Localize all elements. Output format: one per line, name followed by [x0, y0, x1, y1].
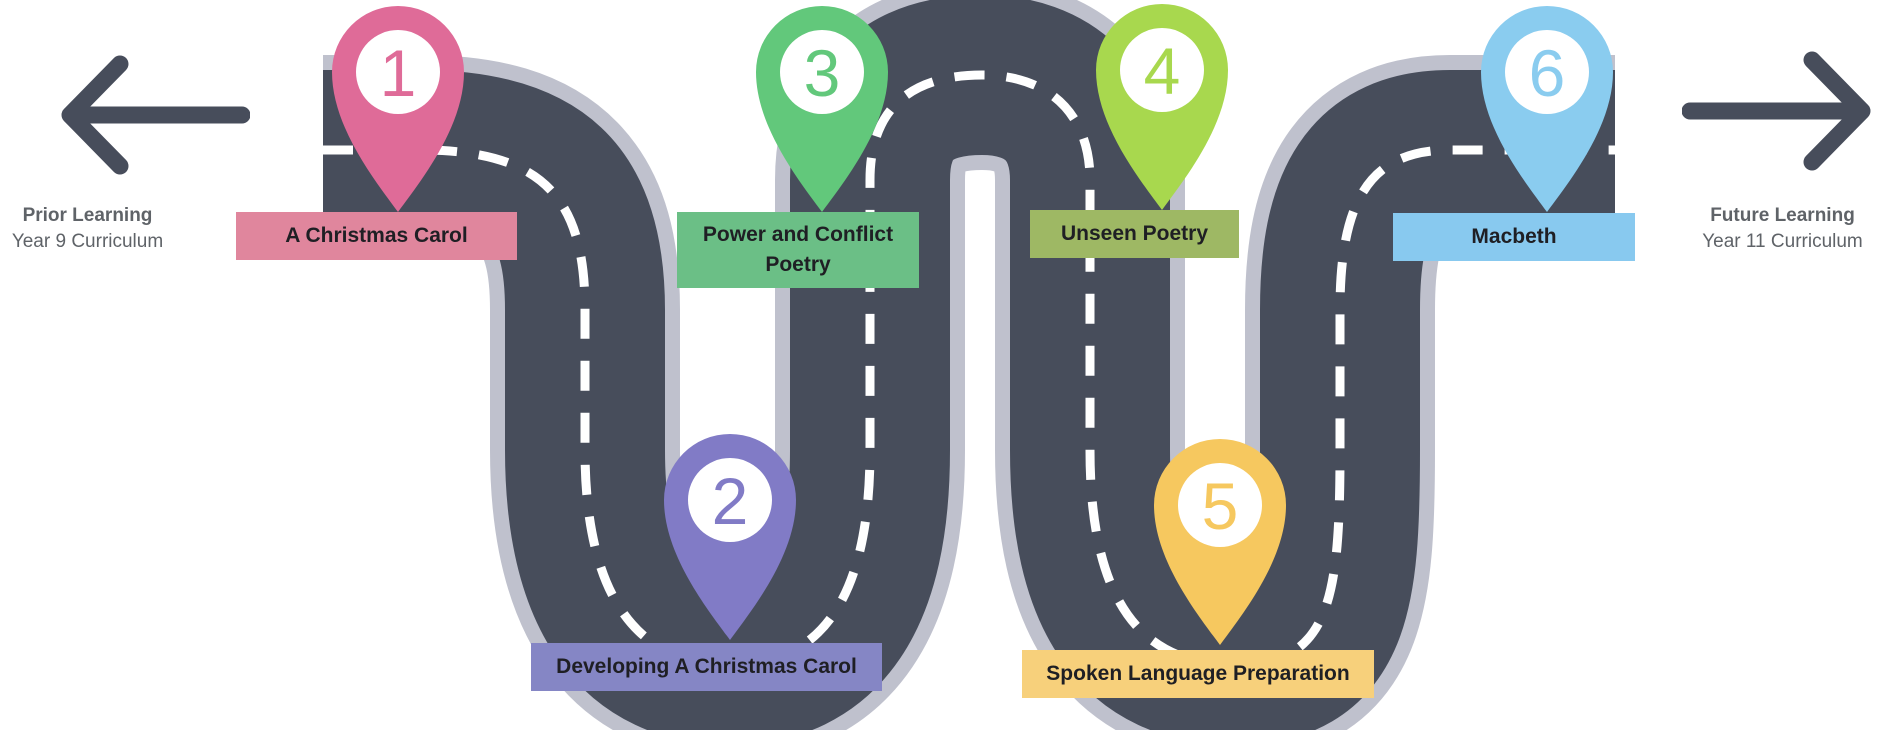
future-learning-title: Future Learning — [1710, 205, 1855, 226]
future-learning-caption: Future Learning Year 11 Curriculum — [1690, 203, 1875, 255]
pin-3-inner-circle — [780, 30, 864, 114]
prior-learning-caption: Prior Learning Year 9 Curriculum — [0, 203, 175, 255]
pin-6-marker: 6 — [1481, 6, 1613, 212]
milestone-4-label[interactable]: Unseen Poetry — [1030, 210, 1239, 258]
pin-4-inner-circle — [1120, 28, 1204, 112]
arrow-right-icon[interactable] — [1682, 46, 1872, 176]
milestone-3-label[interactable]: Power and Conflict Poetry — [677, 212, 919, 288]
pin-6-number: 6 — [1529, 36, 1566, 110]
pin-2-marker: 2 — [664, 434, 796, 640]
pin-4-number: 4 — [1144, 34, 1181, 108]
pin-2-inner-circle — [688, 458, 772, 542]
future-learning-subtitle: Year 11 Curriculum — [1702, 231, 1863, 252]
pin-2-number: 2 — [712, 464, 749, 538]
milestone-6-label[interactable]: Macbeth — [1393, 213, 1635, 261]
pin-3-number: 3 — [804, 36, 841, 110]
pin-6-inner-circle — [1505, 30, 1589, 114]
pin-5-inner-circle — [1178, 463, 1262, 547]
milestone-2-label[interactable]: Developing A Christmas Carol — [531, 643, 882, 691]
pin-1-marker: 1 — [332, 6, 464, 212]
milestone-5-label[interactable]: Spoken Language Preparation — [1022, 650, 1374, 698]
milestone-1-label[interactable]: A Christmas Carol — [236, 212, 517, 260]
pin-1-number: 1 — [380, 36, 417, 110]
pin-1-inner-circle — [356, 30, 440, 114]
pin-4-marker: 4 — [1096, 4, 1228, 210]
arrow-left-icon[interactable] — [60, 50, 250, 180]
pin-5-number: 5 — [1202, 469, 1239, 543]
prior-learning-title: Prior Learning — [22, 205, 153, 226]
pin-3-marker: 3 — [756, 6, 888, 212]
prior-learning-subtitle: Year 9 Curriculum — [11, 231, 164, 252]
pin-5-marker: 5 — [1154, 439, 1286, 645]
winding-road — [323, 0, 1615, 730]
road-center-dashes — [323, 70, 1615, 670]
pins-layer: 1 2 3 4 5 6 — [332, 4, 1613, 645]
